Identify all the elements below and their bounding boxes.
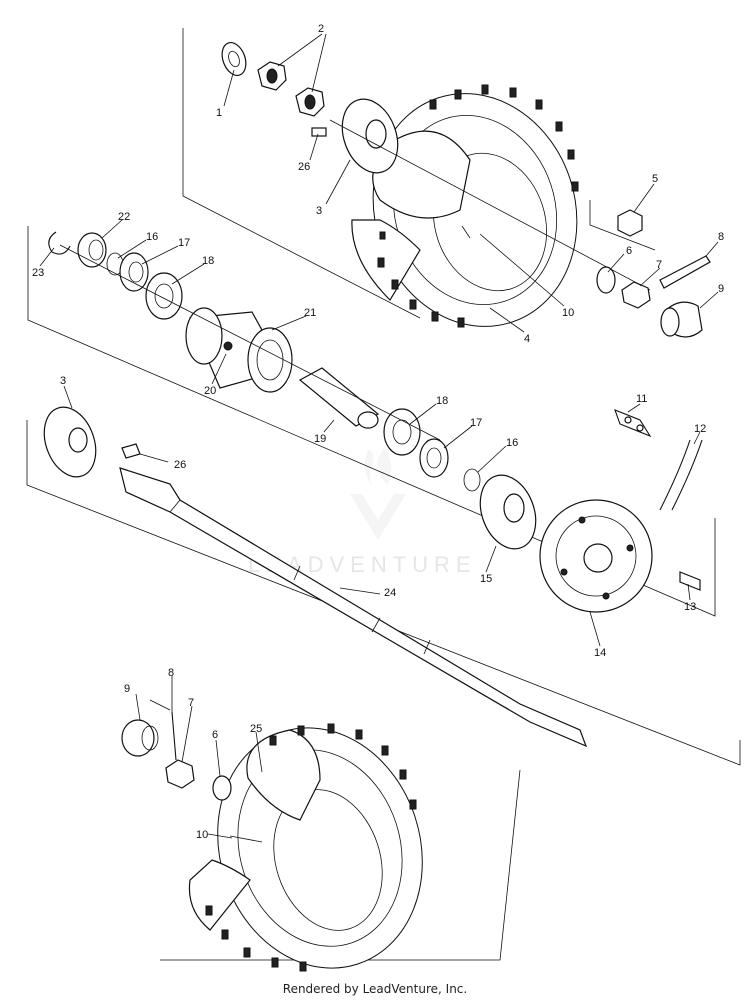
callout-6: 6 <box>626 245 632 257</box>
callout-3: 3 <box>316 205 322 217</box>
callout-6b: 6 <box>212 729 218 741</box>
callout-16: 16 <box>146 231 158 243</box>
callout-11: 11 <box>636 393 647 405</box>
callout-18b: 18 <box>436 395 448 407</box>
footer-credit: Rendered by LeadVenture, Inc. <box>282 982 468 996</box>
callout-15: 15 <box>480 573 492 585</box>
wheel-upper <box>351 84 579 328</box>
bearing-carrier-group <box>48 231 537 550</box>
callout-9b: 9 <box>124 683 130 695</box>
wheel-lower <box>121 711 423 972</box>
callout-25: 25 <box>250 723 262 735</box>
callout-26: 26 <box>298 161 310 173</box>
upper-hub-parts <box>221 41 711 338</box>
callout-3b: 3 <box>60 375 66 387</box>
callout-leaders <box>39 33 719 839</box>
callout-23: 23 <box>32 267 44 279</box>
callout-10: 10 <box>562 307 574 319</box>
callout-9: 9 <box>718 283 724 295</box>
callout-12: 12 <box>694 423 706 435</box>
callout-19: 19 <box>314 433 326 445</box>
callout-21: 21 <box>304 307 316 319</box>
callout-18: 18 <box>202 255 214 267</box>
callout-7: 7 <box>656 259 662 271</box>
axle-group <box>43 406 588 748</box>
leadventure-watermark-logo <box>350 446 406 540</box>
callout-14: 14 <box>594 647 606 659</box>
callout-24: 24 <box>384 587 396 599</box>
sprocket-and-chain <box>539 409 703 613</box>
callout-labels: 1 2 26 3 4 5 6 7 8 9 10 22 16 17 18 23 2… <box>32 23 724 841</box>
callout-8: 8 <box>718 231 724 243</box>
callout-2: 2 <box>318 23 324 35</box>
callout-22: 22 <box>118 211 130 223</box>
callout-5: 5 <box>652 173 658 185</box>
callout-26b: 26 <box>174 459 186 471</box>
callout-20: 20 <box>204 385 216 397</box>
callout-16b: 16 <box>506 437 518 449</box>
callout-1: 1 <box>216 107 222 119</box>
callout-17b: 17 <box>470 417 482 429</box>
callout-8b: 8 <box>168 667 174 679</box>
callout-17: 17 <box>178 237 190 249</box>
callout-13: 13 <box>684 601 696 613</box>
callout-10b: 10 <box>196 829 208 841</box>
callout-7b: 7 <box>188 697 194 709</box>
callout-4: 4 <box>524 333 530 345</box>
